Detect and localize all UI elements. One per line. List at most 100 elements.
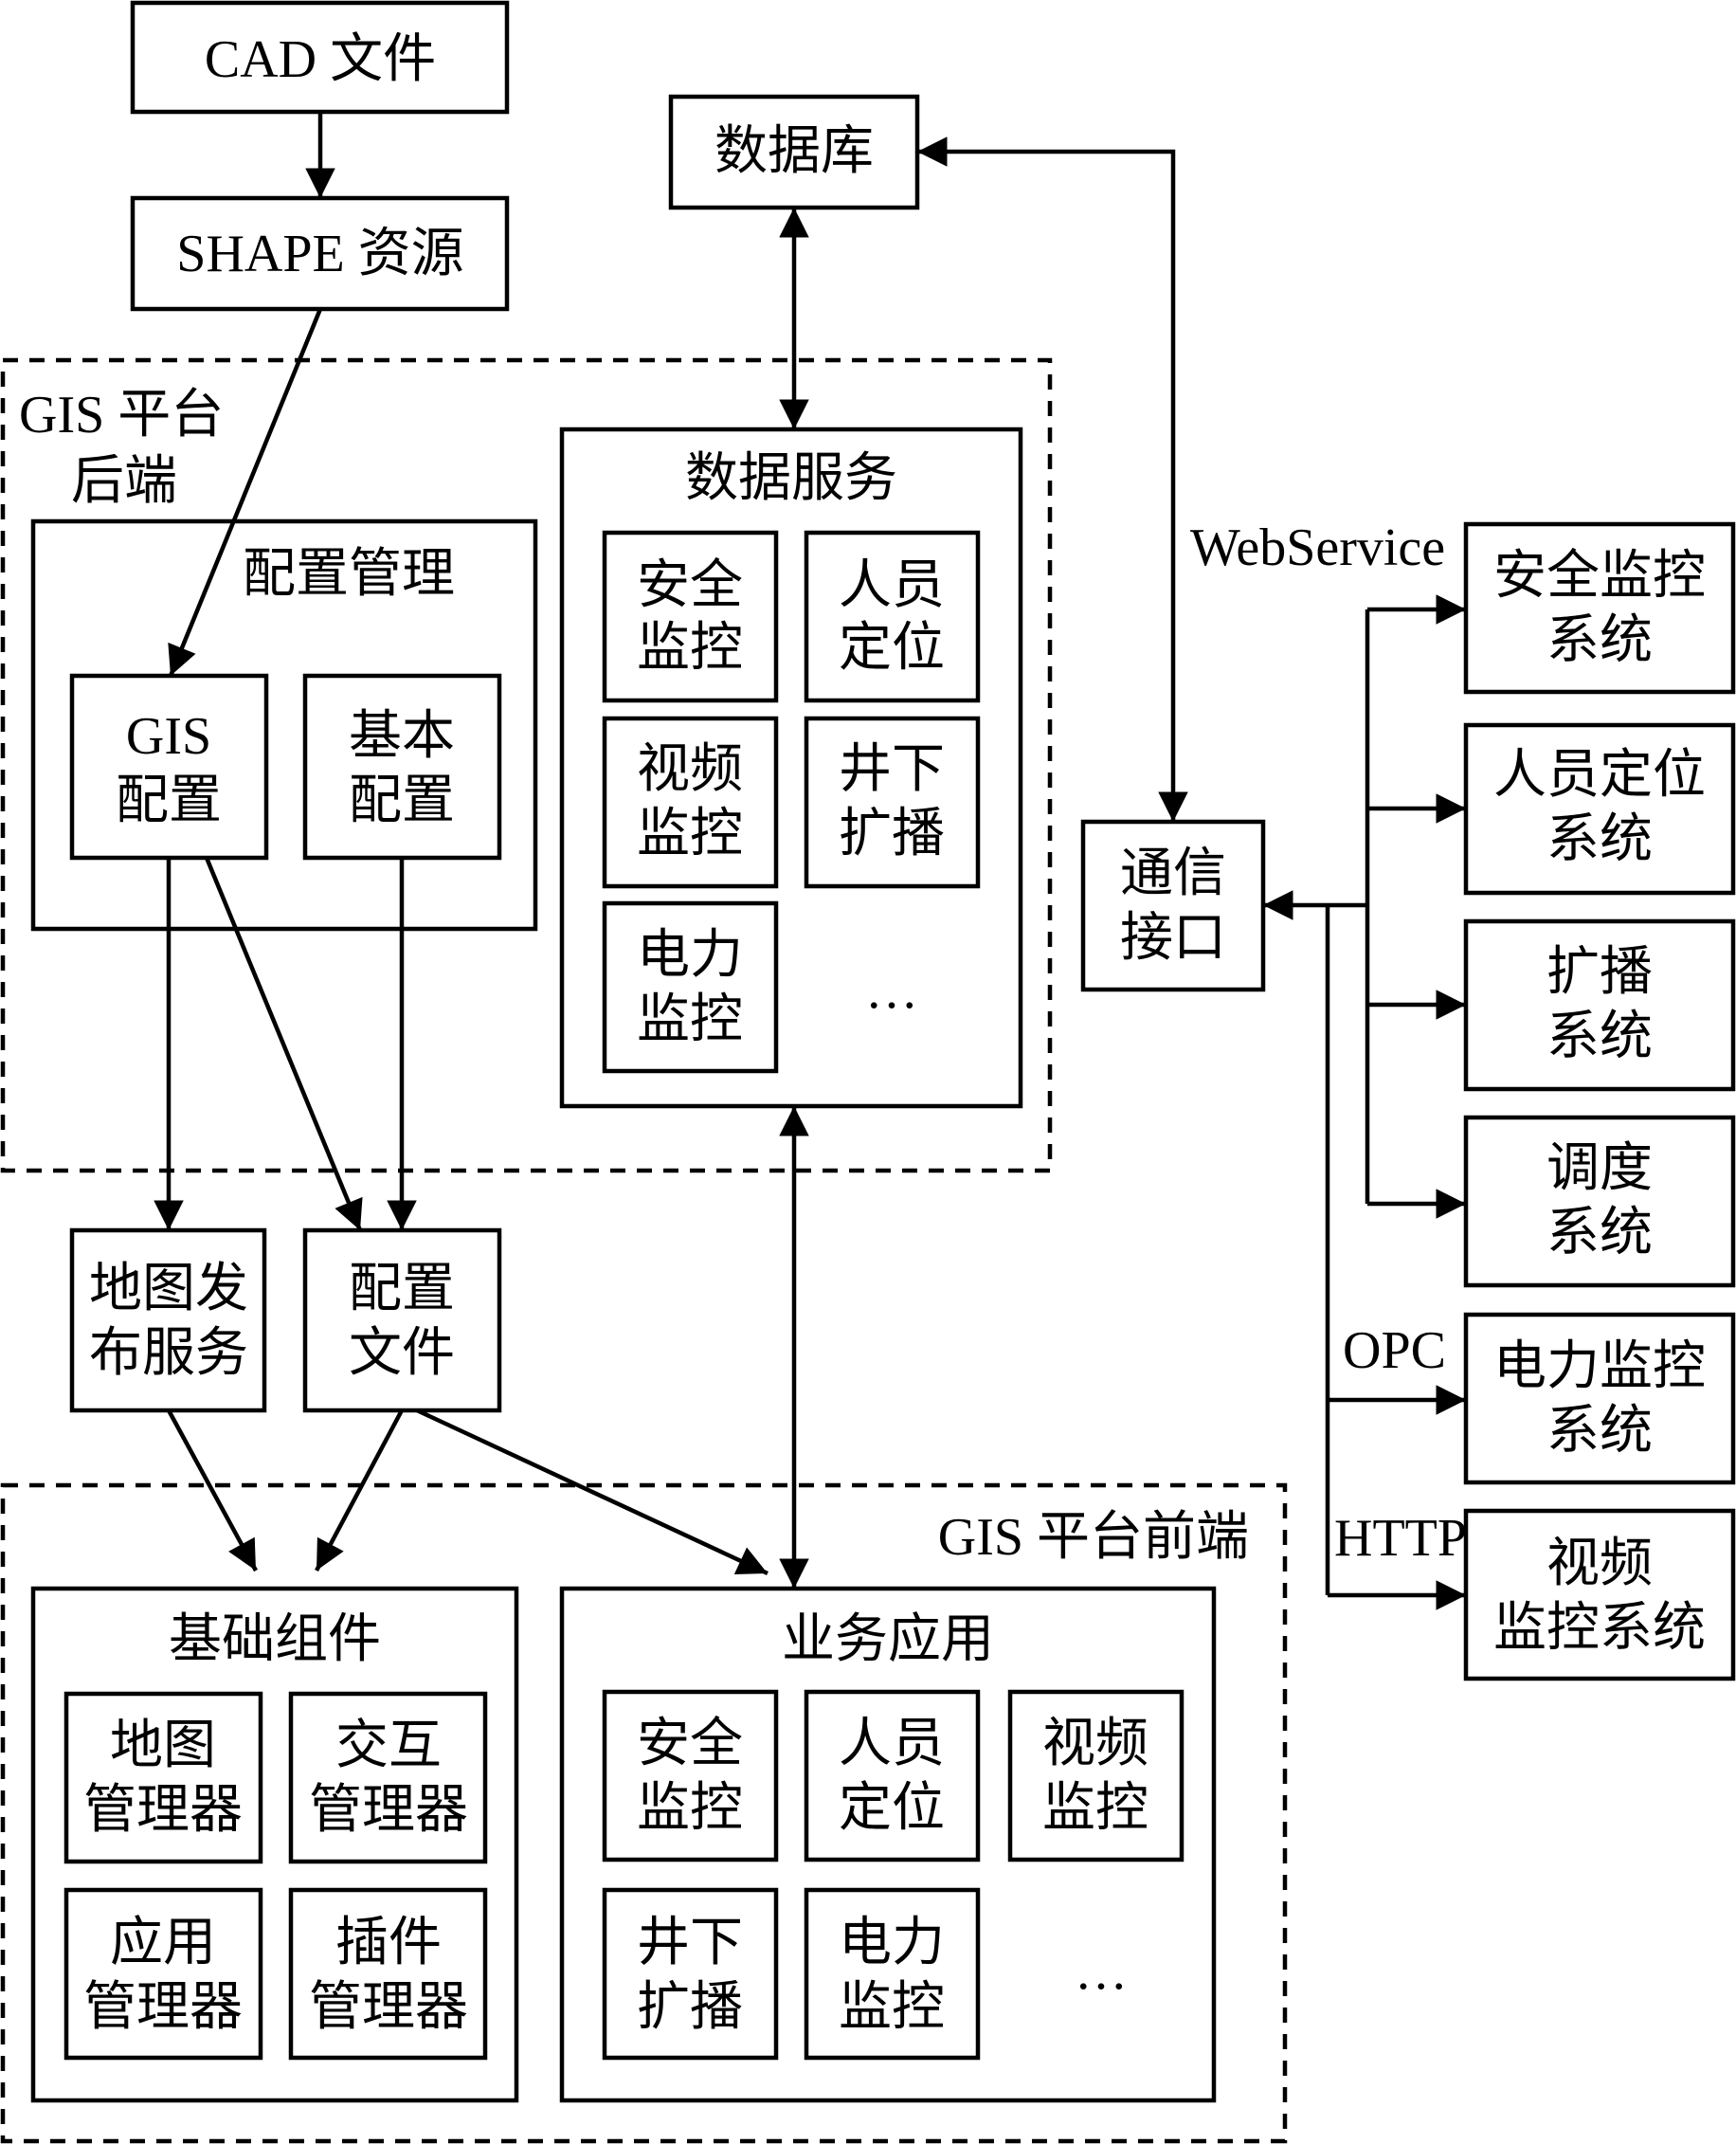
- basic-config-line2: 配置: [349, 772, 455, 830]
- ba-item-personnel-positioning: 人员 定位: [804, 1689, 981, 1862]
- ba-item-broadcast-line1: 井下: [637, 1914, 743, 1972]
- ext-video-line2: 监控系统: [1493, 1599, 1706, 1658]
- arrow-database-comm-interface: [917, 136, 1188, 822]
- data-service-title: 数据服务: [685, 449, 897, 508]
- business-apps-title: 业务应用: [782, 1610, 994, 1669]
- map-publish-service-box: 地图发 布服务: [69, 1227, 267, 1413]
- gis-config-line1: GIS: [126, 707, 211, 766]
- config-file-line1: 配置: [349, 1260, 455, 1318]
- database-box: 数据库: [668, 94, 920, 210]
- ds-item-broadcast-line2: 扩播: [839, 805, 945, 863]
- app-manager-line2: 管理器: [83, 1978, 243, 2037]
- ext-video-monitoring-system: 视频 监控系统: [1463, 1508, 1736, 1681]
- http-label: HTTP: [1334, 1509, 1467, 1568]
- ext-broadcast-line2: 系统: [1546, 1008, 1653, 1066]
- config-file-box: 配置 文件: [302, 1227, 502, 1413]
- interaction-manager-line1: 交互: [335, 1717, 442, 1775]
- ext-personnel-line1: 人员定位: [1493, 746, 1706, 805]
- ba-item-video-monitoring: 视频 监控: [1007, 1689, 1184, 1862]
- comm-interface-box: 通信 接口: [1080, 819, 1266, 992]
- ds-item-video-line2: 监控: [637, 805, 743, 863]
- plugin-manager-box: 插件 管理器: [288, 1887, 488, 2061]
- ext-safety-line1: 安全监控: [1493, 547, 1706, 606]
- map-publish-line2: 布服务: [89, 1324, 248, 1383]
- app-manager-line1: 应用: [110, 1914, 216, 1972]
- cad-file-label: CAD 文件: [205, 30, 436, 89]
- plugin-manager-line1: 插件: [335, 1914, 442, 1972]
- basic-config-box: 基本 配置: [302, 673, 502, 861]
- ext-dispatch-system: 调度 系统: [1463, 1115, 1736, 1288]
- database-label: 数据库: [714, 122, 874, 181]
- backend-title-line1: GIS 平台: [19, 386, 224, 445]
- plugin-manager-line2: 管理器: [309, 1978, 468, 2037]
- ext-video-line1: 视频: [1546, 1535, 1653, 1593]
- ba-item-power-monitoring: 电力 监控: [804, 1887, 981, 2061]
- backend-title-line2: 后端: [71, 452, 177, 511]
- ba-item-safety-line1: 安全: [637, 1715, 743, 1773]
- connectors: [154, 112, 1466, 1610]
- gis-config-line2: 配置: [116, 772, 222, 830]
- ba-ellipsis: …: [1075, 1942, 1128, 2001]
- ba-item-safety-line2: 监控: [637, 1779, 743, 1838]
- ext-safety-line2: 系统: [1546, 611, 1653, 670]
- ba-item-underground-broadcast: 井下 扩播: [602, 1887, 779, 2061]
- ds-item-video-monitoring: 视频 监控: [602, 716, 779, 889]
- config-management-title: 配置管理: [243, 545, 455, 604]
- base-components-title: 基础组件: [169, 1610, 381, 1669]
- ds-item-power-line2: 监控: [637, 990, 743, 1049]
- ba-item-power-line1: 电力: [839, 1914, 945, 1972]
- interaction-manager-box: 交互 管理器: [288, 1691, 488, 1864]
- ds-item-safety-monitoring: 安全 监控: [602, 530, 779, 703]
- interaction-manager-line2: 管理器: [309, 1781, 468, 1840]
- ba-item-broadcast-line2: 扩播: [637, 1978, 743, 2037]
- basic-config-line1: 基本: [349, 707, 455, 766]
- ds-item-personnel-line1: 人员: [839, 556, 945, 615]
- ext-broadcast-line1: 扩播: [1546, 943, 1653, 1002]
- arrow-config-file-to-base-components: [315, 1408, 404, 1572]
- ext-power-line2: 系统: [1546, 1402, 1653, 1461]
- ext-dispatch-line2: 系统: [1546, 1204, 1653, 1263]
- ext-power-monitoring-system: 电力监控 系统: [1463, 1312, 1736, 1485]
- ds-item-power-line1: 电力: [637, 926, 743, 985]
- ext-personnel-positioning-system: 人员定位 系统: [1463, 722, 1736, 896]
- ds-item-video-line1: 视频: [637, 740, 743, 799]
- map-manager-line1: 地图: [110, 1717, 216, 1775]
- config-file-line2: 文件: [349, 1324, 455, 1383]
- ds-item-safety-line2: 监控: [637, 619, 743, 678]
- ds-ellipsis: …: [865, 961, 918, 1020]
- ext-dispatch-line1: 调度: [1546, 1139, 1653, 1198]
- ext-broadcast-system: 扩播 系统: [1463, 918, 1736, 1092]
- webservice-label: WebService: [1190, 518, 1445, 577]
- arrow-gis-config-to-config-file: [204, 857, 363, 1231]
- ext-personnel-line2: 系统: [1546, 810, 1653, 869]
- ba-item-personnel-line1: 人员: [839, 1715, 945, 1773]
- arrow-map-publish-to-base-components: [167, 1408, 258, 1572]
- ba-item-safety-monitoring: 安全 监控: [602, 1689, 779, 1862]
- ba-item-video-line1: 视频: [1042, 1715, 1148, 1773]
- arrow-shape-to-gis-config: [168, 308, 323, 677]
- ds-item-broadcast-line1: 井下: [839, 740, 945, 799]
- ba-item-power-line2: 监控: [839, 1978, 945, 2037]
- opc-label: OPC: [1343, 1321, 1446, 1380]
- ds-item-power-monitoring: 电力 监控: [602, 900, 779, 1074]
- comm-interface-line2: 接口: [1120, 909, 1226, 968]
- ds-item-personnel-positioning: 人员 定位: [804, 530, 981, 703]
- cad-file-box: CAD 文件: [130, 0, 510, 115]
- shape-resource-label: SHAPE 资源: [176, 225, 463, 283]
- frontend-title: GIS 平台前端: [938, 1508, 1249, 1567]
- ext-safety-monitoring-system: 安全监控 系统: [1463, 521, 1736, 695]
- app-manager-box: 应用 管理器: [63, 1887, 263, 2061]
- ds-item-underground-broadcast: 井下 扩播: [804, 716, 981, 889]
- gis-config-box: GIS 配置: [69, 673, 269, 861]
- ds-item-personnel-line2: 定位: [839, 619, 945, 678]
- ds-item-safety-line1: 安全: [637, 556, 743, 615]
- map-manager-line2: 管理器: [83, 1781, 243, 1840]
- map-manager-box: 地图 管理器: [63, 1691, 263, 1864]
- ba-item-personnel-line2: 定位: [839, 1779, 945, 1838]
- comm-interface-line1: 通信: [1120, 845, 1226, 903]
- ext-power-line1: 电力监控: [1493, 1337, 1706, 1396]
- arrow-config-file-to-business-apps: [416, 1408, 769, 1576]
- ba-item-video-line2: 监控: [1042, 1779, 1148, 1838]
- shape-resource-box: SHAPE 资源: [130, 195, 510, 312]
